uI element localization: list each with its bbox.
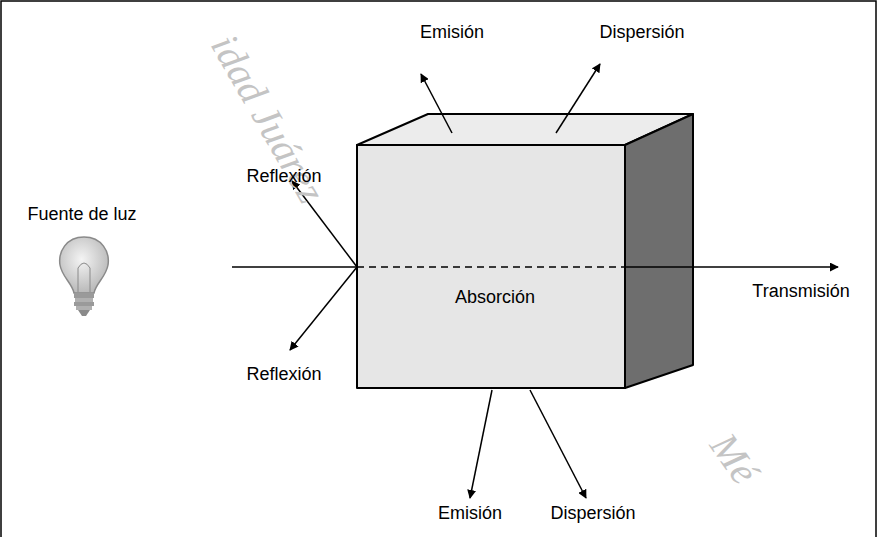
ray-label: Fuente de luz — [27, 204, 136, 225]
ray-label: Reflexión — [246, 166, 321, 187]
ray-label: Dispersión — [599, 22, 684, 43]
node-label: Absorción — [455, 287, 535, 308]
ray-label: Reflexión — [246, 364, 321, 385]
ray-label: Dispersión — [550, 503, 635, 524]
ray-label: Transmisión — [752, 281, 849, 302]
light-bulb — [60, 237, 109, 316]
ray-label: Emisión — [420, 22, 484, 43]
cube — [357, 114, 693, 388]
watermark: Mé — [701, 424, 769, 493]
light-rays — [232, 64, 838, 498]
ray-label: Emisión — [438, 503, 502, 524]
cube-face: Absorción — [357, 145, 625, 388]
